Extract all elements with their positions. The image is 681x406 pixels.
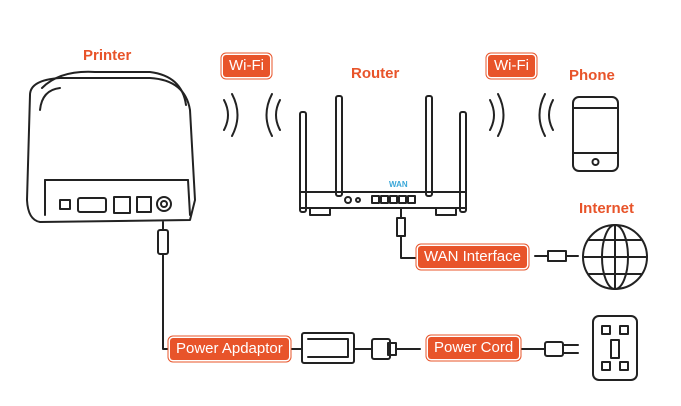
wan-cable	[400, 246, 419, 259]
printer-label: Printer	[83, 47, 132, 64]
printer-icon	[26, 70, 196, 255]
wall-socket-icon	[592, 315, 638, 381]
printer-power-cable	[162, 253, 171, 350]
wifi-badge-right: Wi-Fi	[488, 55, 535, 77]
wifi-waves-icon	[223, 93, 554, 137]
wan-interface-badge: WAN Interface	[418, 246, 527, 268]
phone-label: Phone	[569, 67, 615, 84]
power-adaptor-badge: Power Apdaptor	[170, 338, 289, 360]
power-plug-icon	[519, 341, 579, 357]
power-adaptor-icon	[287, 332, 421, 364]
globe-icon	[547, 224, 648, 290]
phone-icon	[572, 96, 619, 172]
power-cord-badge: Power Cord	[428, 337, 520, 359]
internet-label: Internet	[579, 200, 635, 217]
router-icon	[299, 95, 467, 248]
router-label: Router	[351, 65, 400, 82]
wifi-badge-left: Wi-Fi	[223, 55, 270, 77]
wan-port-label: WAN	[389, 180, 408, 189]
